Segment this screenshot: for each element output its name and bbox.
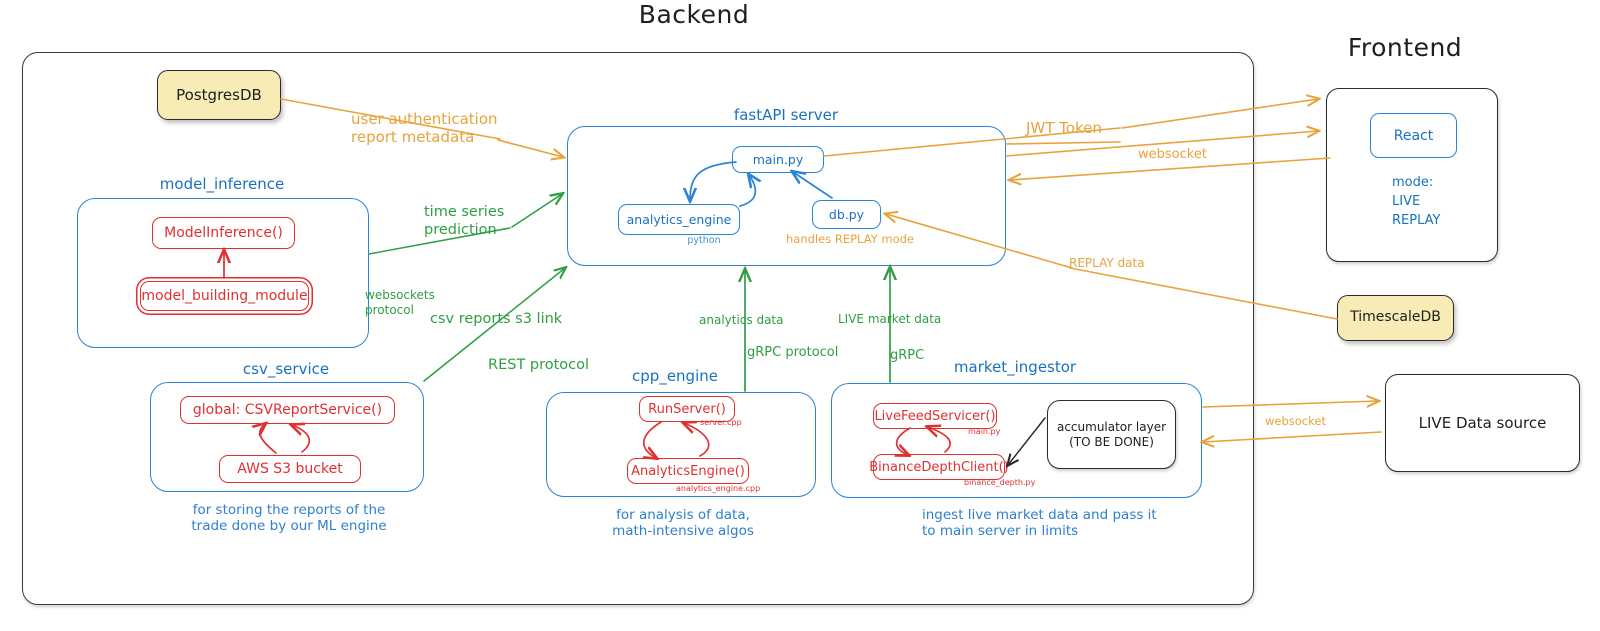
edge-dbpy-to-mainpy — [793, 172, 833, 199]
main-py-label: main.py — [752, 152, 804, 167]
fastapi-group-label: fastAPI server — [733, 106, 839, 124]
edge-label-grpc-protocol: gRPC protocol — [747, 345, 839, 360]
binance-depth-client-box[interactable]: BinanceDepthClient() — [869, 454, 1009, 480]
cpp-engine-group-label: cpp_engine — [632, 367, 718, 385]
run-server-label: RunServer() — [648, 401, 726, 417]
page-title-backend: Backend — [638, 0, 750, 29]
accumulator-layer-label: accumulator layer (TO BE DONE) — [1056, 419, 1167, 449]
edge-jwt-token — [1121, 99, 1318, 129]
frontend-mode-list: mode: LIVE REPLAY — [1392, 175, 1441, 228]
csv-service-group-label: csv_service — [242, 360, 330, 378]
model-building-module-box[interactable]: model_building_module — [140, 281, 309, 311]
page-title-frontend: Frontend — [1347, 33, 1463, 62]
edge-analyticsengine-to-runserver — [684, 423, 710, 457]
model-inference-class-label: ModelInference() — [164, 225, 283, 241]
edge-s3-to-csvservice — [260, 424, 277, 454]
edge-analytics-to-mainpy — [739, 175, 755, 207]
csv-service-note: for storing the reports of the trade don… — [191, 502, 387, 535]
postgres-db-label: PostgresDB — [176, 85, 262, 104]
timescale-db-box[interactable]: TimescaleDB — [1337, 295, 1454, 341]
analytics-engine-box[interactable]: analytics_engine — [618, 204, 740, 235]
edge-websocket-to-live-source — [1202, 401, 1378, 407]
csv-report-service-label: global: CSVReportService() — [192, 402, 383, 418]
edge-binance-to-livefeed — [928, 427, 951, 453]
react-label: React — [1393, 127, 1434, 144]
edge-mainpy-to-analytics — [690, 161, 737, 200]
edge-label-user-auth: user authentication report metadata — [351, 110, 498, 147]
edge-websocket-from-frontend — [1010, 157, 1331, 180]
edge-label-csv-reports: csv reports s3 link — [430, 311, 563, 327]
live-data-source-box[interactable]: LIVE Data source — [1385, 374, 1580, 472]
main-py-box[interactable]: main.py — [732, 146, 824, 173]
run-server-box[interactable]: RunServer() — [639, 396, 735, 422]
edge-accumulator-to-binance — [1008, 417, 1046, 465]
aws-s3-bucket-label: AWS S3 bucket — [237, 461, 343, 477]
edge-replay-data — [886, 214, 1073, 269]
edge-label-websockets-protocol: websockets protocol — [365, 288, 435, 317]
edge-label-grpc: gRPC — [890, 348, 925, 363]
edge-label-jwt-token: JWT Token — [1026, 119, 1102, 137]
db-py-note: handles REPLAY mode — [786, 232, 914, 246]
main-py-file-label: main.py — [968, 427, 1001, 436]
edge-websocket-from-live-source — [1203, 431, 1382, 442]
server-cpp-file-label: server.cpp — [700, 418, 742, 427]
edge-label-websocket-frontend: websocket — [1138, 147, 1207, 162]
binance-depth-client-label: BinanceDepthClient() — [869, 459, 1009, 475]
timescale-db-label: TimescaleDB — [1350, 309, 1441, 326]
db-py-label: db.py — [828, 207, 865, 222]
edge-csvservice-to-s3 — [292, 425, 311, 453]
python-runtime-tag: python — [687, 235, 721, 246]
analytics-engine-class-box[interactable]: AnalyticsEngine() — [627, 458, 749, 484]
edge-postgres-to-fastapi — [497, 139, 563, 157]
edge-label-live-market-data: LIVE market data — [838, 312, 942, 326]
live-feed-servicer-label: LiveFeedServicer() — [874, 408, 996, 424]
react-box[interactable]: React — [1370, 113, 1457, 158]
edge-label-websocket-live-source: websocket — [1265, 414, 1326, 428]
edge-time-series-prediction — [511, 194, 562, 228]
market-ingestor-group-label: market_ingestor — [953, 358, 1077, 376]
edge-websocket-to-frontend — [1005, 131, 1318, 157]
edge-csv-reports-s3-link — [423, 268, 565, 382]
backend-frame — [22, 52, 1254, 605]
binance-depth-py-file-label: binance_depth.py — [964, 478, 1036, 487]
cpp-engine-note: for analysis of data, math-intensive alg… — [612, 507, 754, 540]
edge-label-replay-data: REPLAY data — [1069, 256, 1145, 270]
db-py-box[interactable]: db.py — [812, 200, 881, 229]
edge-runserver-to-analyticsengine — [644, 421, 662, 458]
model-building-module-label: model_building_module — [141, 288, 308, 304]
analytics-engine-label: analytics_engine — [626, 212, 732, 227]
analytics-engine-cpp-file-label: analytics_engine.cpp — [676, 484, 761, 493]
edge-label-analytics-data: analytics data — [699, 313, 784, 327]
edge-livefeed-to-binance — [897, 427, 910, 455]
aws-s3-bucket-box[interactable]: AWS S3 bucket — [219, 455, 361, 483]
model-inference-group-label: model_inference — [159, 175, 285, 193]
market-ingestor-note: ingest live market data and pass it to m… — [922, 507, 1157, 540]
analytics-engine-class-label: AnalyticsEngine() — [631, 463, 745, 479]
postgres-db-box[interactable]: PostgresDB — [157, 70, 281, 120]
accumulator-layer-box[interactable]: accumulator layer (TO BE DONE) — [1047, 400, 1176, 469]
live-data-source-label: LIVE Data source — [1418, 413, 1547, 432]
edge-label-rest-protocol: REST protocol — [488, 357, 590, 373]
edge-label-time-series: time series prediction — [424, 204, 505, 238]
